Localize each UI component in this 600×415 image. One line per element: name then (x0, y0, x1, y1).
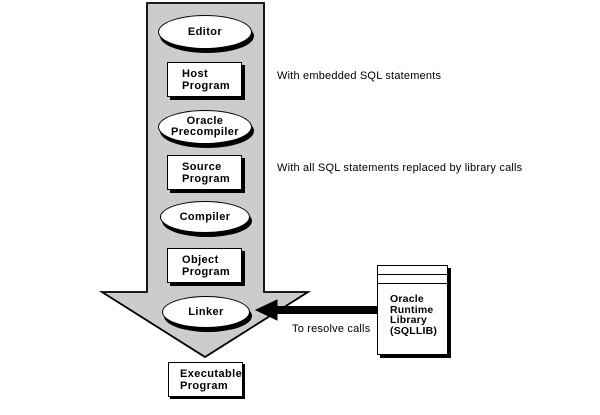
node-host-program-label: Host Program (182, 67, 231, 92)
annotation-to-resolve-calls: To resolve calls (292, 323, 371, 335)
node-source-program: Source Program (167, 155, 242, 190)
node-oracle-precompiler: Oracle Precompiler (158, 110, 252, 144)
node-executable-program-label: Executable Program (180, 367, 243, 392)
library-top-band-1 (378, 266, 447, 275)
node-linker: Linker (162, 296, 250, 328)
annotation-replaced-by-library-calls: With all SQL statements replaced by libr… (277, 162, 523, 174)
node-compiler: Compiler (160, 201, 250, 233)
node-linker-label: Linker (188, 306, 224, 318)
node-executable-program: Executable Program (168, 362, 243, 397)
node-oracle-precompiler-label: Oracle Precompiler (171, 115, 239, 138)
node-host-program: Host Program (167, 62, 242, 97)
node-compiler-label: Compiler (179, 211, 231, 223)
node-runtime-library: Oracle Runtime Library (SQLLIB) (377, 265, 448, 355)
node-editor-label: Editor (187, 26, 223, 38)
node-source-program-label: Source Program (182, 160, 231, 185)
resolve-calls-arrow (254, 299, 378, 321)
node-object-program-label: Object Program (182, 253, 231, 278)
node-object-program: Object Program (167, 248, 242, 283)
node-editor: Editor (158, 15, 252, 49)
library-top-band-2 (378, 275, 447, 284)
annotation-embedded-sql: With embedded SQL statements (277, 70, 442, 82)
node-runtime-library-label: Oracle Runtime Library (SQLLIB) (390, 293, 438, 337)
